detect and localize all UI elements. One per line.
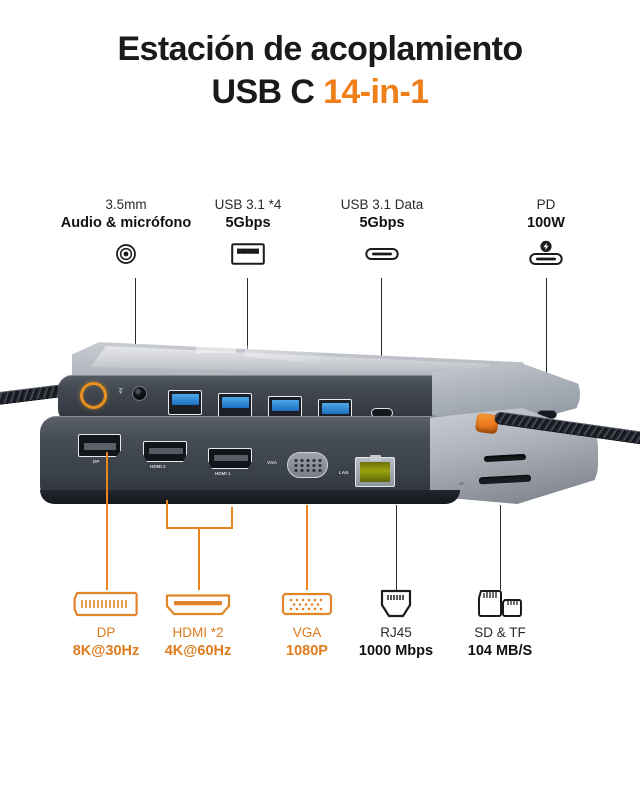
audio-jack-icon <box>38 239 214 269</box>
usb-c-icon <box>312 239 452 269</box>
rj45-lan-port-label: LAN <box>339 470 349 475</box>
callout-usb-a: USB 3.1 *4 5Gbps <box>180 196 316 269</box>
rj45-lan-port[interactable] <box>355 455 395 487</box>
rj45-icon <box>344 588 448 620</box>
callout-usb-a-main: 5Gbps <box>225 215 271 232</box>
leader-line-audio <box>135 278 137 386</box>
callout-rj45-sub: RJ45 <box>380 625 412 640</box>
title-line-2-prefix: USB C <box>211 72 324 111</box>
callout-usb-c-data: USB 3.1 Data 5Gbps <box>312 196 452 269</box>
callout-audio: 3.5mm Audio & micrófono <box>38 196 214 269</box>
displayport-icon <box>56 588 156 620</box>
vga-port-label: VGA <box>267 460 277 465</box>
usb-port-2-inner <box>221 397 249 408</box>
callout-audio-sub: 3.5mm <box>105 197 147 212</box>
hdmi1-port-label: HDMI 1 <box>215 471 231 476</box>
usb-port-3-inner <box>271 400 299 411</box>
leader-line-hdmi2-stem <box>166 500 168 528</box>
callout-sd-tf-sub: SD & TF <box>474 625 526 640</box>
leader-line-hdmi1-stem <box>231 507 233 528</box>
callout-pd: PD 100W <box>490 196 602 269</box>
displayport-port[interactable] <box>78 434 121 457</box>
title-line-1: Estación de acoplamiento <box>117 30 523 68</box>
callout-usb-c-data-sub: USB 3.1 Data <box>340 197 424 212</box>
hdmi-icon <box>142 588 254 620</box>
displayport-port-label: DP <box>93 459 100 464</box>
callout-hdmi-sub: HDMI *2 <box>172 625 224 640</box>
callout-hdmi-main: 4K@60Hz <box>164 643 232 660</box>
usb-port-1-inner <box>171 394 199 405</box>
hdmi1-port[interactable] <box>208 448 252 469</box>
hdmi2-port[interactable] <box>143 441 187 462</box>
callout-sd-tf: SD & TF 104 MB/S <box>447 588 553 662</box>
callout-rj45-main: 1000 Mbps <box>358 643 434 660</box>
leader-line-pd <box>546 278 548 418</box>
vga-port[interactable] <box>287 452 328 478</box>
callout-vga-main: 1080P <box>286 643 328 660</box>
leader-line-dp <box>106 452 108 590</box>
headphone-glyph-icon: ⍕ <box>118 386 124 396</box>
brand-badge <box>195 344 237 353</box>
usb-port-4-inner <box>321 403 349 414</box>
callout-usb-c-data-main: 5Gbps <box>359 215 405 232</box>
usb-port-2[interactable] <box>218 393 252 418</box>
callout-pd-sub: PD <box>536 197 556 212</box>
page-title: Estación de acoplamiento USB C 14-in-1 <box>0 28 640 114</box>
usb-a-icon <box>180 239 316 269</box>
leader-line-usb-a <box>247 278 249 378</box>
vga-icon <box>260 588 354 620</box>
callout-rj45: RJ45 1000 Mbps <box>344 588 448 662</box>
callout-dp-sub: DP <box>96 625 116 640</box>
displayport-port-inner <box>84 443 116 450</box>
vga-port-pins <box>292 457 323 473</box>
callout-sd-tf-main: 104 MB/S <box>467 643 533 660</box>
callout-pd-main: 100W <box>527 215 565 232</box>
power-indicator-ring <box>80 382 107 409</box>
callout-dp: DP 8K@30Hz <box>56 588 156 662</box>
leader-line-rj45 <box>396 505 398 590</box>
hdmi1-port-inner <box>214 455 248 461</box>
title-line-2-accent: 14-in-1 <box>323 72 429 111</box>
audio-jack-port[interactable] <box>132 386 147 401</box>
docking-station-device: ⍕ USB 3.1 USB 3.1 USB 3.1 USB 3.1 USB 3.… <box>0 330 640 570</box>
status-led <box>459 482 464 485</box>
callout-dp-main: 8K@30Hz <box>72 643 140 660</box>
rj45-lan-port-tab <box>370 455 381 461</box>
usb-c-power-icon <box>490 239 602 269</box>
callout-vga-sub: VGA <box>292 625 322 640</box>
leader-line-vga <box>306 505 308 590</box>
callout-audio-main: Audio & micrófono <box>60 215 192 232</box>
usb-port-1[interactable] <box>168 390 202 415</box>
title-line-2: USB C 14-in-1 <box>0 71 640 114</box>
leader-line-sd-tf <box>500 505 502 590</box>
leader-line-hdmi <box>198 527 200 590</box>
hdmi2-port-inner <box>149 448 183 454</box>
callout-hdmi: HDMI *2 4K@60Hz <box>142 588 254 662</box>
device-bottom-edge <box>40 490 460 504</box>
callout-usb-a-sub: USB 3.1 *4 <box>214 197 282 212</box>
callout-vga: VGA 1080P <box>260 588 354 662</box>
hdmi2-port-label: HDMI 2 <box>150 464 166 469</box>
rj45-lan-port-contacts <box>360 462 390 482</box>
sd-tf-card-icon <box>447 588 553 620</box>
